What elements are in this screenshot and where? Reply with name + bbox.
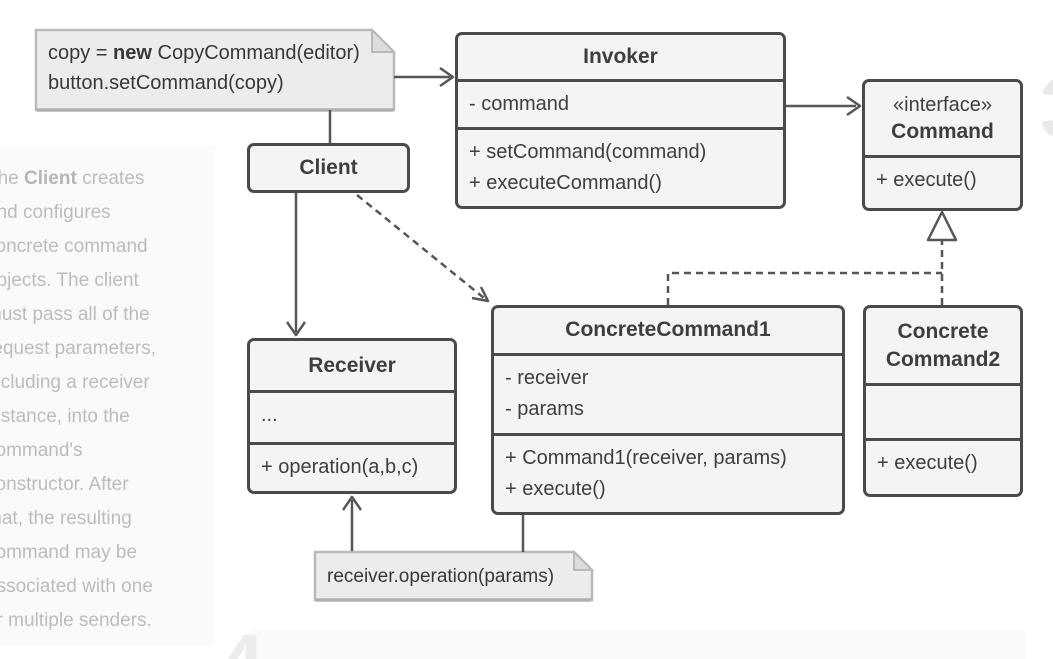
arrowhead-icon <box>285 321 307 337</box>
class-attributes-empty <box>866 383 1020 438</box>
arrowhead-icon <box>439 66 455 88</box>
realization-dashed-lines <box>666 240 944 305</box>
class-box-command: «interface» Command + execute() <box>862 79 1023 211</box>
class-method: + executeCommand() <box>469 172 662 194</box>
class-name: Receiver <box>308 353 396 377</box>
note-bottom-fold-icon <box>573 549 595 571</box>
class-attributes: - command <box>458 79 783 127</box>
side-text-line: The Client creates <box>0 168 145 189</box>
class-attribute: ... <box>261 404 278 426</box>
class-name-line1: Concrete <box>897 319 989 343</box>
note-top-shape <box>34 28 396 112</box>
class-attribute: - receiver <box>505 366 589 389</box>
side-panel-background <box>0 145 215 645</box>
side-text-line: objects. The client <box>0 270 139 291</box>
class-box-concrete-command1: ConcreteCommand1 - receiver - params + C… <box>491 305 845 515</box>
class-methods: + execute() <box>865 155 1020 208</box>
class-name-line2: Command2 <box>885 347 1001 371</box>
note-top-fold-icon <box>371 27 397 53</box>
note-top-line1: copy = new CopyCommand(editor) <box>48 42 360 64</box>
side-text-line: and configures <box>0 202 111 223</box>
side-text-line: concrete command <box>0 236 148 257</box>
step-number-3: 3 <box>1040 66 1053 150</box>
class-method: + operation(a,b,c) <box>261 456 419 478</box>
note-bottom-text: receiver.operation(params) <box>327 566 555 587</box>
note-top-text: copy = new CopyCommand(editor) button.se… <box>48 38 360 98</box>
side-text-line: including a receiver <box>0 372 150 393</box>
class-name: Invoker <box>583 45 658 68</box>
class-attribute: - command <box>469 93 570 115</box>
class-attribute: - params <box>505 397 584 420</box>
side-text-line: instance, into the <box>0 406 130 427</box>
class-name: Command <box>891 119 994 143</box>
class-methods: + operation(a,b,c) <box>250 442 454 491</box>
class-method: + execute() <box>505 478 606 500</box>
class-attributes: ... <box>250 390 454 442</box>
realization-triangle-icon <box>926 210 958 242</box>
note-bottom-shape <box>313 550 594 602</box>
side-text-line: constructor. After <box>0 474 129 495</box>
note-top-line2: button.setCommand(copy) <box>48 72 284 94</box>
side-text-line: request parameters, <box>0 338 157 359</box>
class-box-receiver: Receiver ... + operation(a,b,c) <box>247 338 457 494</box>
arrowhead-icon <box>846 95 862 117</box>
class-name: Client <box>299 156 358 179</box>
side-text-line: must pass all of the <box>0 304 150 325</box>
arrowhead-icon <box>471 286 490 303</box>
class-method: + Command1(receiver, params) <box>505 447 787 469</box>
step-number-4: 4 <box>218 622 265 659</box>
class-box-client: Client <box>247 143 410 193</box>
class-methods: + Command1(receiver, params) + execute() <box>494 433 842 512</box>
class-stereotype: «interface» <box>893 93 992 116</box>
class-header: Concrete Command2 <box>866 308 1020 383</box>
class-method: + setCommand(command) <box>469 141 707 163</box>
class-methods: + setCommand(command) + executeCommand() <box>458 127 783 206</box>
side-text-line: or multiple senders. <box>0 610 152 631</box>
class-attributes: - receiver - params <box>494 352 842 433</box>
class-name: ConcreteCommand1 <box>565 318 771 342</box>
class-method: + execute() <box>877 452 978 474</box>
arrowhead-icon <box>341 495 363 511</box>
side-panel-text: The Client creates and configures concre… <box>0 162 236 638</box>
side-text-line: associated with one <box>0 576 153 597</box>
class-method: + execute() <box>876 169 977 191</box>
class-header: «interface» Command <box>865 82 1020 155</box>
next-section-background <box>252 630 1025 659</box>
side-text-line: that, the resulting <box>0 508 132 529</box>
side-text-line: command may be <box>0 542 138 563</box>
class-box-concrete-command2: Concrete Command2 + execute() <box>863 305 1023 497</box>
client-to-cc1-dashed-line <box>356 194 485 299</box>
class-methods: + execute() <box>866 438 1020 494</box>
class-box-invoker: Invoker - command + setCommand(command) … <box>455 32 786 209</box>
side-text-line: command's <box>0 440 83 461</box>
